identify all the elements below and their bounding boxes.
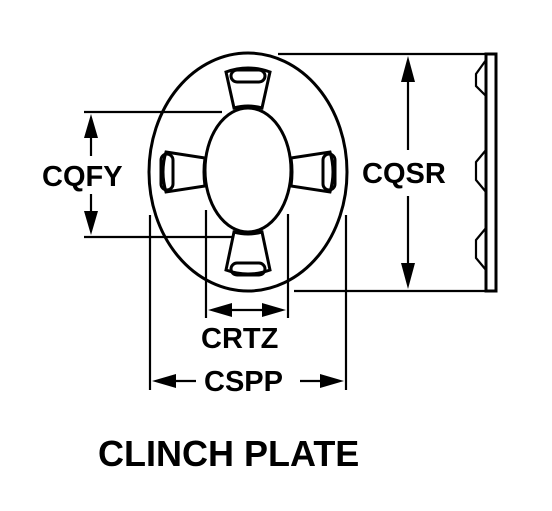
drawing-title: CLINCH PLATE (98, 433, 359, 474)
dimension-cqsr: CQSR (362, 56, 446, 289)
clinch-tab-bottom (224, 230, 272, 277)
label-cspp: CSPP (204, 366, 283, 398)
label-crtz: CRTZ (201, 323, 278, 355)
clinch-tab-right (289, 150, 337, 194)
plate-side-body (484, 52, 498, 293)
plate-outer-ellipse (147, 51, 349, 293)
dimension-cqfy: CQFY (42, 114, 123, 235)
dimension-crtz: CRTZ (201, 303, 286, 355)
plate-front-view (147, 51, 349, 293)
plate-center-hole (203, 106, 293, 234)
label-cqfy: CQFY (42, 161, 123, 193)
label-cqsr: CQSR (362, 158, 446, 190)
plate-side-view (474, 52, 498, 293)
clinch-tab-top (224, 66, 272, 110)
clinch-tab-left (159, 150, 207, 194)
dimension-cspp: CSPP (152, 366, 344, 398)
extension-lines (84, 52, 486, 390)
